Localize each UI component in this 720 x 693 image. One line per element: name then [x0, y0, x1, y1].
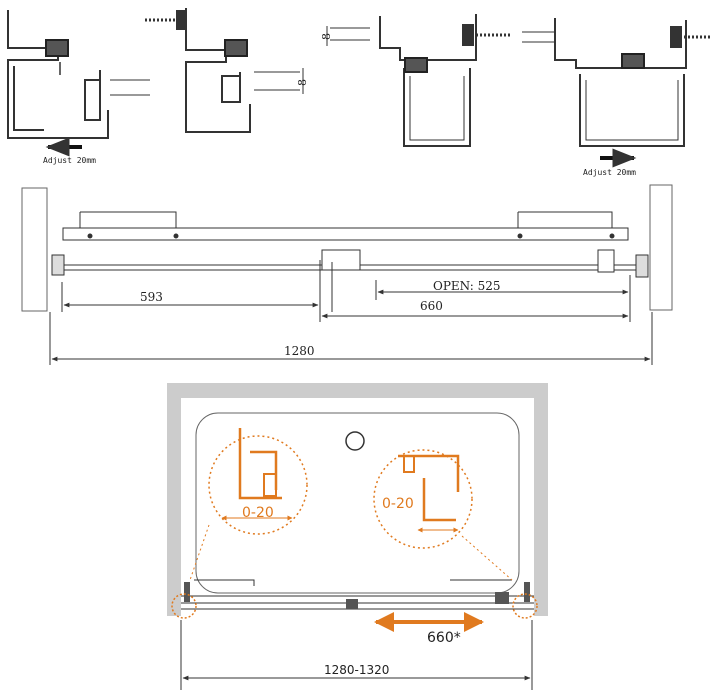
corner-marker-right	[512, 593, 538, 619]
profile-detail-4	[522, 18, 687, 147]
gap-label-a: 8	[296, 79, 309, 86]
dimension-1280-1320	[180, 620, 533, 690]
range-right-label: 0-20	[382, 496, 414, 512]
detail-callout-right	[373, 449, 513, 581]
profile-detail-3	[330, 14, 477, 147]
profile-detail-1	[7, 10, 150, 139]
installation-view	[167, 383, 548, 616]
dim-panel-label: 660	[420, 299, 443, 313]
adjust-right-label: Adjust 20mm	[583, 168, 636, 177]
profile-detail-2	[180, 8, 300, 133]
screw-icon-2	[462, 24, 510, 46]
travel-label: 660*	[427, 630, 461, 646]
screw-icon-3	[670, 26, 712, 48]
overall-label: 1280	[284, 344, 315, 358]
open-label: OPEN: 525	[433, 279, 501, 293]
dim-left-label: 593	[140, 290, 163, 304]
detail-callout-left	[189, 428, 308, 581]
gap-label-b: 8	[320, 33, 333, 40]
install-overall-label: 1280-1320	[324, 663, 389, 677]
range-left-label: 0-20	[242, 505, 274, 521]
screw-icon-1	[145, 10, 186, 30]
plan-view	[21, 184, 673, 365]
corner-marker-left	[171, 593, 197, 619]
adjust-left-label: Adjust 20mm	[43, 156, 96, 165]
